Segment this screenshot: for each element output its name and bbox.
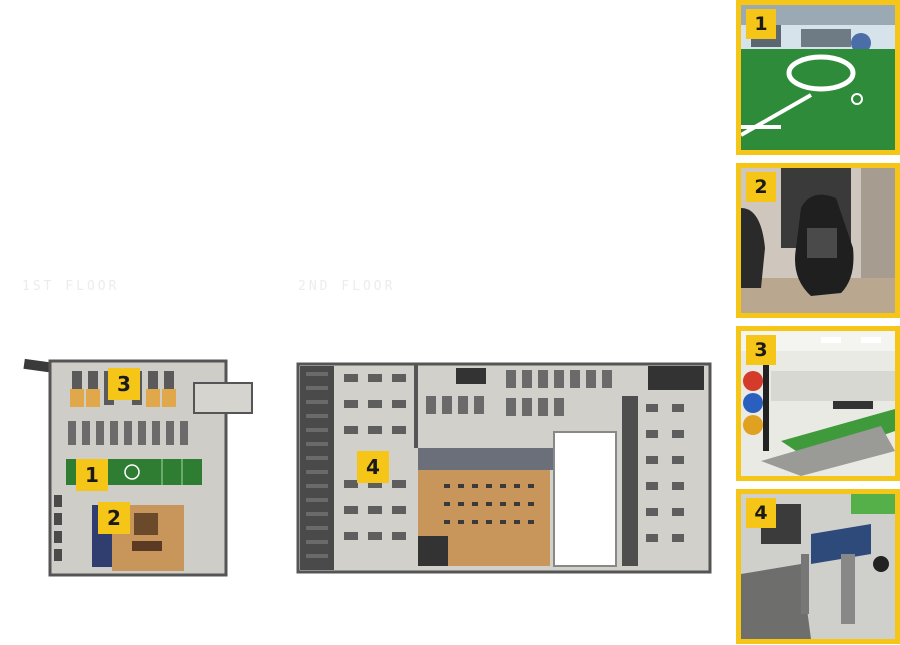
- west-rack-slots: [306, 372, 328, 558]
- open-void: [553, 431, 617, 567]
- east-wing: [193, 382, 253, 414]
- central-wall: [418, 448, 554, 470]
- platform-pads: [70, 389, 176, 407]
- turf-photo-image: [741, 5, 895, 150]
- cardio-row: [426, 370, 612, 416]
- marker-4: 4: [357, 451, 389, 483]
- west-wall-racks: [300, 366, 334, 570]
- photo-functional-training: 3: [736, 326, 900, 481]
- north-room: [456, 368, 486, 384]
- photo-number-1: 1: [746, 9, 776, 39]
- entry-bar: [23, 358, 57, 374]
- marker-1: 1: [76, 459, 108, 491]
- strength-machines: [344, 374, 406, 540]
- first-floor-label: 1ST FLOOR: [22, 279, 120, 294]
- east-machines: [646, 404, 684, 542]
- north-east-room: [648, 366, 704, 390]
- photo-number-2: 2: [746, 172, 776, 202]
- second-floor-label: 2ND FLOOR: [298, 279, 396, 294]
- photo-bench-equipment: 4: [736, 489, 900, 644]
- photo-turf-area: 1: [736, 0, 900, 155]
- inner-wall: [414, 364, 418, 448]
- photo-number-3: 3: [746, 335, 776, 365]
- bench-equipment-image: [741, 494, 895, 639]
- stairs: [418, 536, 448, 566]
- machines-row: [68, 421, 188, 445]
- lounge-table: [132, 541, 162, 551]
- marker-2: 2: [98, 502, 130, 534]
- photo-massage-chair: 2: [736, 163, 900, 318]
- marker-3: 3: [108, 368, 140, 400]
- lounge-seating: [134, 513, 158, 535]
- studio-benches: [444, 484, 534, 524]
- east-racks: [622, 396, 638, 566]
- turf-logo: [124, 464, 140, 480]
- west-wall-equipment: [54, 495, 62, 561]
- photo-number-4: 4: [746, 498, 776, 528]
